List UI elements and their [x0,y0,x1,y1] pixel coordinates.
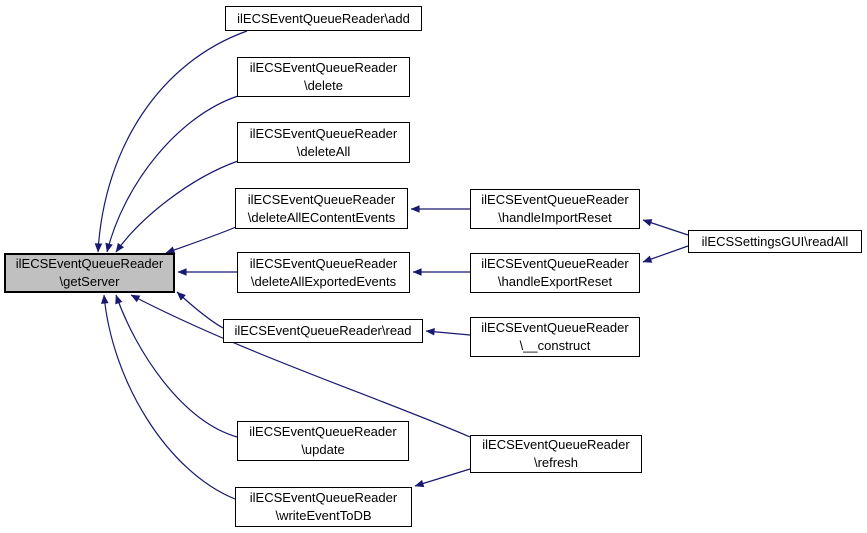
node-label: \delete [303,78,344,93]
node-label: ilECSEventQueueReader [249,125,398,141]
node-label: \handleExportReset [497,274,613,289]
node-read[interactable]: ilECSEventQueueReader\read [223,319,423,343]
node-refresh[interactable]: ilECSEventQueueReader \refresh [470,435,642,473]
edge-deleteall-getserver [115,160,239,253]
edge-construct-read [425,328,471,336]
node-label: ilECSSettingsGUI\readAll [701,233,849,249]
node-label: ilECSEventQueueReader [249,424,397,439]
node-label: ilECSEventQueueReader [249,490,398,505]
node-label: \refresh [533,455,579,470]
edge-read-getserver [176,291,224,329]
edge-update-getserver [115,294,238,438]
edge-readall-handleexportreset [642,245,689,263]
edge-delete-getserver [105,95,239,253]
node-label: ilECSEventQueueReader [481,256,629,271]
edge-refresh-writeeventtodb [414,468,471,488]
node-readall[interactable]: ilECSSettingsGUI\readAll [688,230,862,253]
edge-writeeventtodb-getserver [101,294,236,500]
node-getserver: ilECSEventQueueReader \getServer [4,253,175,293]
node-construct[interactable]: ilECSEventQueueReader \__construct [470,317,640,357]
node-add[interactable]: ilECSEventQueueReader\add [225,6,422,31]
node-label: \__construct [519,338,591,353]
node-handleimportreset[interactable]: ilECSEventQueueReader \handleImportReset [470,189,640,229]
node-update[interactable]: ilECSEventQueueReader \update [237,421,409,461]
node-deleteallecontentevents[interactable]: ilECSEventQueueReader \deleteAllEContent… [235,188,408,229]
node-label: \update [301,442,345,457]
node-deleteallexportedevents[interactable]: ilECSEventQueueReader \deleteAllExported… [237,252,410,293]
node-handleexportreset[interactable]: ilECSEventQueueReader \handleExportReset [470,253,640,293]
node-delete[interactable]: ilECSEventQueueReader \delete [237,57,410,97]
node-label: \deleteAllExportedEvents [250,273,397,289]
node-label: \deleteAllEContentEvents [247,209,396,225]
node-label: ilECSEventQueueReader\read [234,323,412,338]
node-label: ilECSEventQueueReader [247,191,396,207]
edge-add-getserver [94,30,248,253]
node-label: ilECSEventQueueReader [482,437,630,452]
node-label: ilECSEventQueueReader [249,60,398,75]
edge-deleteallecontentevents-getserver [165,226,237,254]
edge-refresh-getserver [130,294,471,438]
node-label: ilECSEventQueueReader [15,256,164,271]
node-label: \deleteAll [296,143,351,159]
node-deleteall[interactable]: ilECSEventQueueReader \deleteAll [237,122,410,163]
node-writeeventtodb[interactable]: ilECSEventQueueReader \writeEventToDB [235,487,412,527]
node-label: \getServer [59,274,120,289]
node-label: \handleImportReset [498,210,612,225]
node-label: ilECSEventQueueReader [481,192,629,207]
node-label: ilECSEventQueueReader\add [237,10,410,26]
node-label: ilECSEventQueueReader [249,255,398,271]
node-label: ilECSEventQueueReader [481,320,629,335]
edge-readall-handleimportreset [642,219,689,236]
node-label: \writeEventToDB [275,508,372,523]
